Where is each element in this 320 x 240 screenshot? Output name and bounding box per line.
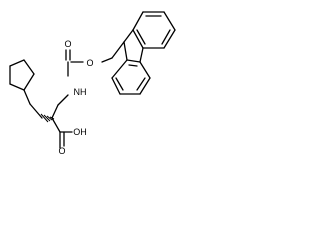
fluorenyl-group (111, 11, 176, 95)
fluorene-upper-ring (132, 11, 176, 49)
cyclopentyl-ring (9, 59, 35, 91)
molecule-structure-diagram: O O NH O OH (9, 11, 176, 154)
chiral-cooh-bond (51, 117, 61, 133)
fluorene-five-ring (123, 29, 144, 63)
stereo-hash-bond (40, 113, 55, 123)
oxygen-ester-label: O (86, 58, 93, 68)
nh-ch2-bond (57, 94, 69, 106)
oxygen-carbonyl-label: O (64, 39, 71, 49)
ch2-chiral-bond (51, 104, 59, 119)
chiral-ch2-cyclopentyl-bond (29, 103, 43, 119)
ch2-oxygen-bond (101, 57, 113, 63)
nitrogen-label: NH (74, 87, 87, 97)
ch2-cyclopentyl-bond (23, 89, 31, 105)
fluorene-lower-ring (111, 59, 151, 95)
fluorenyl-ch2-bond (111, 41, 125, 59)
hydroxyl-label: OH (73, 127, 87, 137)
carboxyl-oxygen-label: O (58, 146, 65, 154)
